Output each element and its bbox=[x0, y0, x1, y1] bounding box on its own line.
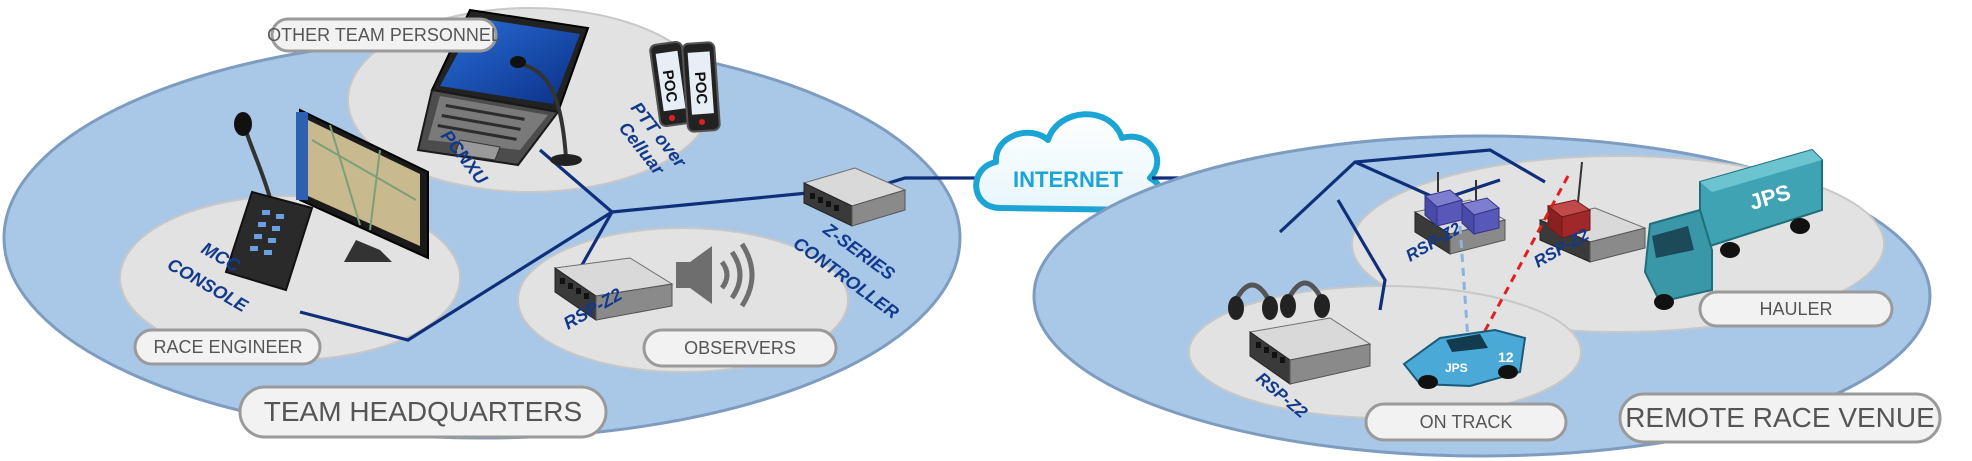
other-team-personnel-label: OTHER TEAM PERSONNEL bbox=[267, 25, 501, 45]
link-observers bbox=[576, 211, 614, 273]
rsp-z2-on-track-device bbox=[1248, 317, 1372, 385]
rf-link-red bbox=[1478, 175, 1570, 341]
car-number-label: 12 bbox=[1498, 349, 1514, 365]
race-engineer-label-pill: RACE ENGINEER bbox=[133, 328, 322, 366]
poc-label-2: POC bbox=[691, 71, 710, 105]
headset-icon bbox=[1280, 280, 1330, 318]
poc-phone-icon: POC bbox=[649, 40, 693, 128]
mcc-console-icon bbox=[224, 190, 314, 292]
hauler-label-pill: HAULER bbox=[1698, 290, 1894, 328]
on-track-label: ON TRACK bbox=[1420, 412, 1513, 432]
car-brand-label: JPS bbox=[1445, 361, 1468, 375]
link-hq-bus bbox=[611, 190, 819, 214]
other-team-personnel-label-pill: OTHER TEAM PERSONNEL bbox=[267, 17, 501, 53]
observers-label: OBSERVERS bbox=[684, 338, 796, 358]
rsp-z2-hauler-a-device bbox=[1413, 172, 1507, 255]
rf-link-blue bbox=[1458, 225, 1470, 341]
remote-race-venue-label-pill: REMOTE RACE VENUE bbox=[1618, 392, 1942, 444]
rsp-z2-hauler-b-device bbox=[1538, 161, 1647, 263]
link-console bbox=[299, 210, 613, 342]
link-venue-bus bbox=[1278, 148, 1546, 234]
rsp-z2-observers-device bbox=[553, 257, 674, 321]
remote-race-venue-label: REMOTE RACE VENUE bbox=[1625, 402, 1935, 433]
link-on-track bbox=[1336, 199, 1387, 311]
race-engineer-label: RACE ENGINEER bbox=[153, 337, 302, 357]
hauler-truck-icon: JPS bbox=[1643, 148, 1823, 310]
team-headquarters-label: TEAM HEADQUARTERS bbox=[264, 396, 582, 427]
speaker-icon bbox=[676, 242, 755, 308]
observers-label-pill: OBSERVERS bbox=[642, 328, 838, 368]
poc-label-1: POC bbox=[659, 69, 680, 104]
headset-icon bbox=[1228, 282, 1278, 320]
internet-label: INTERNET bbox=[1013, 167, 1124, 192]
z-series-controller-device bbox=[802, 167, 907, 227]
on-track-label-pill: ON TRACK bbox=[1364, 402, 1568, 442]
cloud-icon bbox=[973, 111, 1165, 214]
race-car-icon: JPS 12 bbox=[1402, 328, 1527, 389]
gooseneck-mic-icon bbox=[234, 112, 272, 199]
desk-microphone-icon bbox=[510, 56, 582, 166]
team-headquarters-label-pill: TEAM HEADQUARTERS bbox=[238, 385, 608, 439]
hauler-label: HAULER bbox=[1759, 299, 1832, 319]
poc-phone-icon: POC bbox=[681, 41, 721, 133]
monitor-icon bbox=[296, 108, 429, 262]
